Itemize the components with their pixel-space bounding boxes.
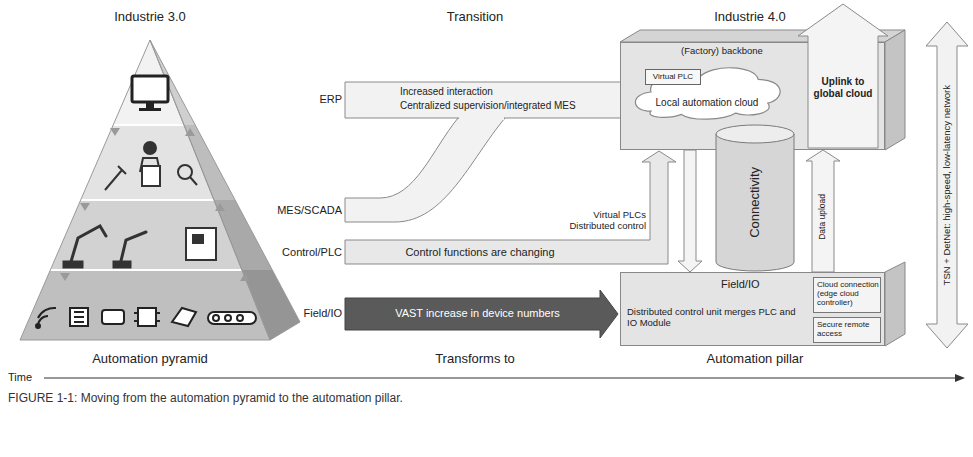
level-label: Control/PLC bbox=[262, 246, 342, 259]
mes-arrow bbox=[345, 118, 505, 222]
figure-caption: FIGURE 1-1: Moving from the automation p… bbox=[8, 392, 908, 406]
box-heading: Field/IO bbox=[721, 278, 760, 291]
field-side-face bbox=[885, 262, 905, 346]
arrow-text: Increased interaction bbox=[400, 86, 630, 98]
bottom-label: Automation pillar bbox=[680, 352, 830, 367]
cloud-shape: Local automation cloud Virtual PLC bbox=[627, 57, 787, 123]
edge-label: Data upload bbox=[818, 194, 828, 240]
time-axis bbox=[44, 377, 955, 378]
mes-icons bbox=[105, 142, 197, 190]
cylinder-body bbox=[716, 134, 794, 271]
axis-label: Time bbox=[8, 371, 42, 384]
uplink-arrow bbox=[798, 4, 888, 148]
network-label: TSN + DetNet: high-speed, low-latency ne… bbox=[942, 85, 953, 285]
field-arrow bbox=[345, 290, 618, 338]
time-arrowhead bbox=[955, 374, 965, 382]
heading: Industrie 3.0 bbox=[80, 10, 220, 25]
arrow-text: Centralized supervision/integrated MES bbox=[400, 100, 640, 112]
box-label: Virtual PLC bbox=[648, 72, 698, 81]
bottom-label: Transforms to bbox=[415, 352, 535, 367]
monitor-icon bbox=[132, 76, 168, 111]
arrow-merge bbox=[459, 116, 504, 120]
cylinder-label: Connectivity bbox=[748, 167, 763, 238]
network-arrow bbox=[926, 22, 968, 348]
cloud-connection-box: Cloud connection (edge cloud controller) bbox=[813, 277, 881, 313]
arrow-text: Control functions are changing bbox=[370, 246, 590, 259]
field-icons bbox=[36, 308, 256, 328]
heading: Transition bbox=[420, 10, 530, 25]
data-upload-arrow bbox=[806, 150, 840, 272]
box-label: Secure remote access bbox=[817, 320, 879, 338]
heading: Industrie 4.0 bbox=[690, 10, 810, 25]
box-heading: (Factory) backbone bbox=[681, 46, 763, 57]
cloud-label: Local automation cloud bbox=[647, 97, 767, 109]
control-arrow bbox=[345, 151, 676, 264]
arrow-text: VAST increase in device numbers bbox=[355, 307, 600, 320]
down-arrow bbox=[678, 150, 702, 272]
virtual-plc-box: Virtual PLC bbox=[645, 69, 701, 85]
level-label: ERP bbox=[298, 93, 342, 106]
layer-arrows bbox=[60, 128, 250, 281]
backbone-side-face bbox=[885, 30, 905, 150]
uplink-label: Uplink to global cloud bbox=[810, 76, 876, 99]
backbone-top-face bbox=[620, 30, 905, 42]
note-text: Virtual PLCs Distributed control bbox=[548, 210, 646, 232]
level-label: Field/IO bbox=[294, 307, 342, 320]
cylinder-top bbox=[716, 125, 794, 143]
level-label: MES/SCADA bbox=[262, 204, 342, 217]
connectivity-cylinder: Connectivity bbox=[715, 124, 795, 272]
field-io-box: Field/IO Distributed control unit merges … bbox=[620, 272, 885, 346]
control-icons bbox=[64, 226, 216, 267]
box-description: Distributed control unit merges PLC and … bbox=[627, 307, 799, 329]
cloud-outline bbox=[627, 57, 787, 123]
remote-access-box: Secure remote access bbox=[813, 317, 881, 343]
bottom-label: Automation pyramid bbox=[60, 352, 240, 367]
box-label: Cloud connection (edge cloud controller) bbox=[817, 280, 879, 308]
cloud-path bbox=[635, 68, 780, 119]
